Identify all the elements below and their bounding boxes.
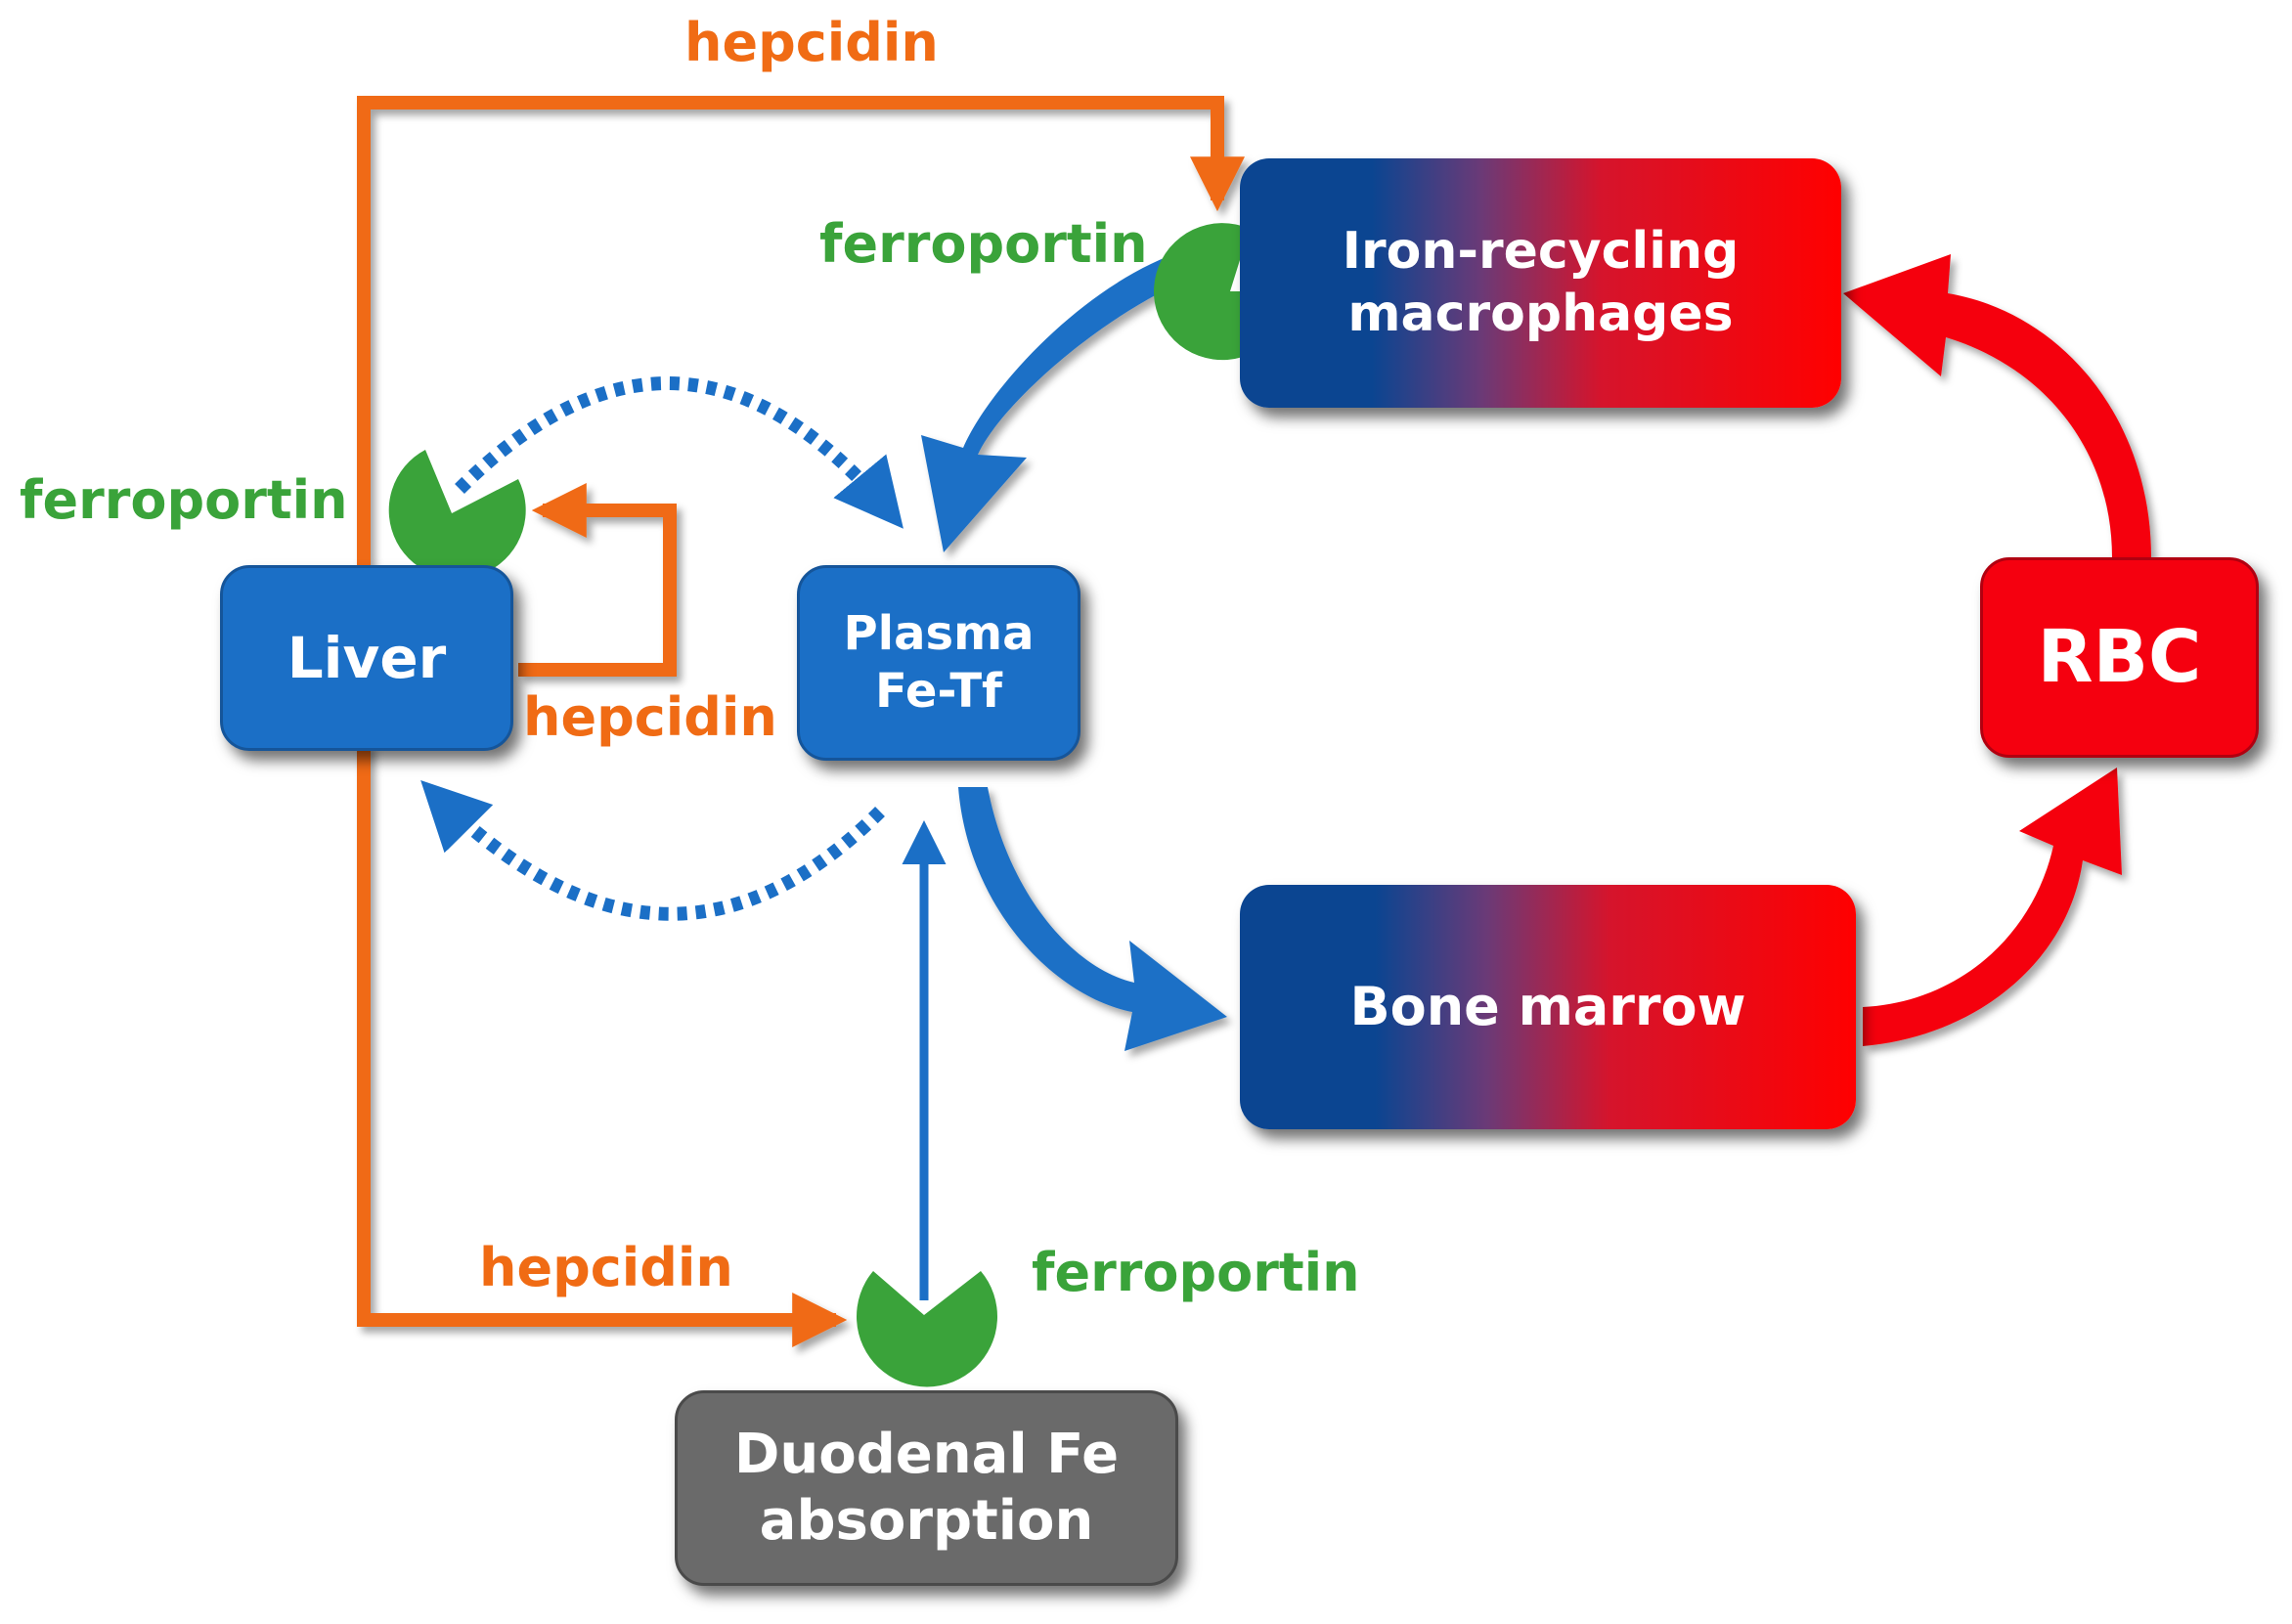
- liver-node: Liver: [220, 565, 513, 751]
- dotted-arrow-plasma-to-liver: [420, 780, 885, 921]
- hepcidin-label-bottom: hepcidin: [479, 1237, 733, 1298]
- hepcidin-arrow-to-liver: [518, 483, 677, 677]
- macrophages-label-line1: Iron-recycling: [1342, 222, 1740, 282]
- arrow-plasma-to-bone-marrow: [958, 787, 1227, 1051]
- liver-label: Liver: [286, 624, 447, 691]
- duodenal-label-line1: Duodenal Fe: [733, 1422, 1120, 1486]
- hepcidin-label-top: hepcidin: [684, 12, 939, 73]
- rbc-node: RBC: [1980, 557, 2259, 758]
- hepcidin-arrow-to-duodenum: [357, 743, 848, 1347]
- hepcidin-arrow-to-macrophages: [357, 96, 1245, 575]
- ferroportin-label-macrophage: ferroportin: [819, 213, 1148, 275]
- ferroportin-icon-duodenal: [857, 1271, 997, 1387]
- arrow-rbc-to-macrophages: [1843, 254, 2151, 557]
- duodenal-label-line2: absorption: [759, 1489, 1094, 1553]
- arrow-bone-marrow-to-rbc: [1863, 768, 2122, 1046]
- rbc-label: RBC: [2037, 615, 2202, 700]
- plasma-node: Plasma Fe-Tf: [797, 565, 1080, 761]
- plasma-label-line1: Plasma: [843, 606, 1035, 662]
- ferroportin-icon-liver: [388, 450, 526, 579]
- arrow-macrophages-to-plasma: [921, 256, 1178, 552]
- dotted-arrow-liver-to-plasma: [455, 376, 904, 529]
- plasma-label-line2: Fe-Tf: [875, 664, 1002, 719]
- ferroportin-label-liver: ferroportin: [20, 469, 348, 531]
- macrophages-node: Iron-recycling macrophages: [1240, 158, 1841, 408]
- bone-marrow-label: Bone marrow: [1349, 976, 1746, 1038]
- duodenal-node: Duodenal Fe absorption: [675, 1390, 1178, 1586]
- macrophages-label-line2: macrophages: [1347, 284, 1734, 343]
- bone-marrow-node: Bone marrow: [1240, 885, 1856, 1129]
- ferroportin-label-duodenal: ferroportin: [1032, 1242, 1360, 1303]
- hepcidin-label-liver: hepcidin: [523, 686, 777, 748]
